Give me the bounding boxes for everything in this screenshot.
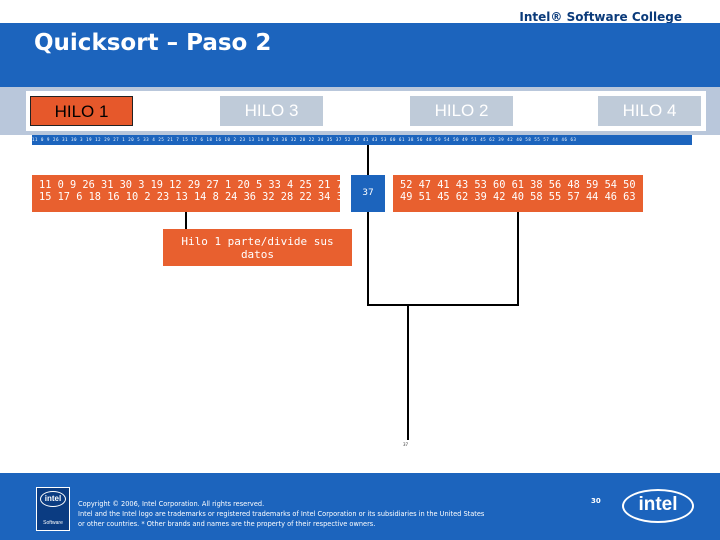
connector-right-down [517, 212, 519, 305]
left-partition: 11 0 9 26 31 30 3 19 12 29 27 1 20 5 33 … [32, 175, 349, 212]
connector-pivot-down [367, 212, 369, 305]
footer: intel Software Copyright © 2006, Intel C… [0, 473, 720, 540]
copyright-line-3: or other countries. * Other brands and n… [78, 520, 376, 528]
slide-title: Quicksort – Paso 2 [34, 30, 272, 56]
connector-horizontal [367, 304, 519, 306]
thread-box-hilo-4: HILO 4 [598, 96, 701, 126]
intel-software-logo: intel Software [36, 487, 70, 531]
copyright-line-2: Intel and the Intel logo are trademarks … [78, 510, 485, 518]
thread-note: Hilo 1 parte/divide sus datos [163, 229, 352, 266]
copyright-line-1: Copyright © 2006, Intel Corporation. All… [78, 500, 265, 508]
right-partition: 52 47 41 43 53 60 61 38 56 48 59 54 50 4… [393, 175, 643, 212]
thread-box-hilo-1: HILO 1 [30, 96, 133, 126]
left-partition-row-2: 15 17 6 18 16 10 2 23 13 14 8 24 36 32 2… [39, 191, 349, 203]
thread-box-hilo-2: HILO 2 [410, 96, 513, 126]
page-number: 30 [591, 497, 601, 505]
thread-box-hilo-3: HILO 3 [220, 96, 323, 126]
bottom-marker: 37 [403, 442, 409, 447]
intel-logo-ring: intel [40, 491, 66, 507]
college-label: Intel® Software College [519, 10, 682, 24]
top-strip [0, 0, 720, 23]
left-partition-row-1: 11 0 9 26 31 30 3 19 12 29 27 1 20 5 33 … [39, 179, 343, 191]
title-banner [0, 23, 720, 87]
right-partition-row-2: 49 51 45 62 39 42 40 58 55 57 44 46 63 [400, 191, 636, 203]
pivot-box: 37 [351, 175, 385, 212]
copyright-text: Copyright © 2006, Intel Corporation. All… [78, 499, 588, 529]
connector-top [367, 145, 369, 175]
array-strip: 11 0 9 26 31 30 3 19 12 29 27 1 20 5 33 … [32, 135, 692, 145]
intel-logo: intel [622, 489, 694, 523]
right-partition-row-1: 52 47 41 43 53 60 61 38 56 48 59 54 50 [400, 179, 636, 191]
connector-bottom [407, 305, 409, 440]
software-label: Software [43, 520, 63, 526]
thread-band-inner [26, 91, 706, 131]
connector-left-down [185, 212, 187, 229]
